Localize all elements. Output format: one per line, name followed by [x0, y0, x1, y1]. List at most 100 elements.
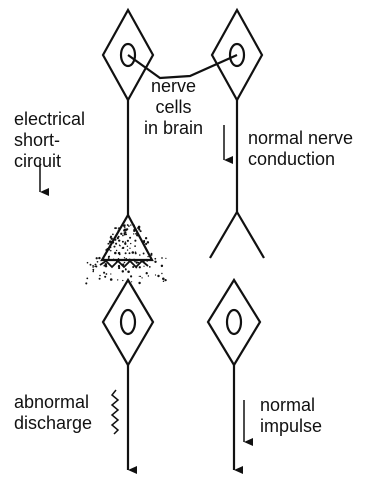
- stipple-dot: [161, 273, 162, 274]
- stipple-dot: [118, 230, 119, 231]
- stipple-dot: [165, 258, 166, 259]
- stipple-dot: [110, 278, 113, 281]
- stipple-dot: [141, 277, 142, 278]
- stipple-dot: [154, 258, 156, 260]
- stipple-dot: [133, 229, 135, 231]
- stipple-dot: [143, 253, 145, 255]
- stipple-dot: [136, 267, 138, 269]
- stipple-dot: [163, 280, 165, 282]
- stipple-dot: [133, 233, 134, 234]
- stipple-dot: [92, 267, 93, 268]
- neuron-bottom-right-nucleus: [227, 310, 241, 334]
- stipple-dot: [122, 280, 123, 281]
- stipple-dot: [140, 230, 142, 232]
- stipple-dot: [162, 278, 165, 281]
- stipple-dot: [139, 266, 141, 268]
- stipple-dot: [106, 273, 108, 275]
- stipple-dot: [124, 224, 126, 226]
- stipple-dot: [105, 265, 108, 268]
- stipple-dot: [123, 229, 126, 232]
- stipple-dot: [148, 275, 149, 276]
- stipple-dot: [118, 239, 120, 241]
- abnormal-discharge-wave: [112, 390, 118, 434]
- stipple-dot: [124, 262, 126, 264]
- stipple-dot: [110, 250, 111, 251]
- stipple-dot: [92, 269, 94, 271]
- stipple-dot: [116, 250, 117, 251]
- stipple-dot: [138, 262, 139, 263]
- stipple-dot: [147, 241, 149, 243]
- stipple-dot: [133, 259, 135, 261]
- stipple-dot: [136, 261, 138, 263]
- stipple-dot: [149, 266, 151, 268]
- stipple-dot: [90, 264, 92, 266]
- stipple-dot: [119, 244, 120, 245]
- label-nerve-cells-in-brain: nerve cells in brain: [144, 76, 203, 139]
- stipple-dot: [103, 272, 105, 274]
- neuron-bottom-left-nucleus: [121, 310, 135, 334]
- stipple-dot: [143, 260, 145, 262]
- stipple-dot: [110, 273, 111, 274]
- stipple-dot: [110, 237, 111, 238]
- stipple-dot: [99, 275, 101, 277]
- stipple-dot: [134, 245, 136, 247]
- stipple-dot: [134, 261, 136, 263]
- neuron-bottom-left-body: [103, 280, 153, 365]
- neuron-bottom-right-body: [208, 280, 260, 365]
- stipple-dot: [125, 269, 127, 271]
- stipple-dot: [104, 276, 106, 278]
- stipple-dot: [146, 249, 148, 251]
- stipple-dot: [129, 252, 131, 254]
- stipple-dot: [124, 226, 126, 228]
- stipple-dot: [120, 233, 122, 235]
- stipple-dot: [129, 248, 130, 249]
- stipple-dot: [125, 241, 127, 243]
- stipple-dot: [128, 261, 129, 262]
- stipple-dot: [109, 246, 111, 248]
- stipple-dot: [124, 233, 125, 234]
- stipple-dot: [92, 265, 94, 267]
- stipple-dot: [95, 264, 97, 266]
- stipple-dot: [98, 257, 100, 259]
- synapse-right-terminal: [210, 212, 264, 258]
- stipple-dot: [109, 249, 111, 251]
- stipple-dot: [113, 258, 114, 259]
- stipple-dot: [143, 240, 145, 242]
- stipple-dot: [116, 260, 118, 262]
- stipple-dot: [130, 275, 132, 277]
- stipple-dot: [139, 227, 141, 229]
- stipple-dot: [120, 228, 121, 229]
- stipple-dot: [87, 262, 89, 264]
- label-pointer-lines: [128, 55, 237, 78]
- stipple-dot: [112, 242, 114, 244]
- stipple-dot: [155, 274, 156, 275]
- stipple-dot: [133, 224, 135, 226]
- stipple-dot: [122, 270, 124, 272]
- stipple-dot: [129, 259, 131, 261]
- stipple-dot: [118, 267, 120, 269]
- label-normal-impulse: normal impulse: [260, 395, 322, 437]
- stipple-dot: [105, 260, 107, 262]
- stipple-dot: [107, 248, 109, 250]
- stipple-dot: [108, 243, 110, 245]
- stipple-dot: [127, 240, 129, 242]
- stipple-dot: [132, 251, 135, 254]
- stipple-dot: [145, 243, 147, 245]
- label-abnormal-discharge: abnormal discharge: [14, 392, 92, 434]
- stipple-dot: [135, 233, 137, 235]
- stipple-dot: [85, 282, 87, 284]
- stipple-dot: [118, 258, 120, 260]
- stipple-dot: [96, 257, 98, 259]
- stipple-dot: [154, 261, 156, 263]
- stipple-dot: [127, 270, 130, 273]
- stipple-dot: [147, 256, 148, 257]
- stipple-dot: [157, 275, 159, 277]
- stipple-dot: [114, 239, 116, 241]
- stipple-dot: [116, 227, 117, 228]
- stipple-dot: [134, 240, 136, 242]
- stipple-dot: [112, 233, 114, 235]
- stipple-dot: [138, 282, 140, 284]
- stipple-dot: [108, 257, 110, 259]
- stipple-dot: [109, 240, 112, 243]
